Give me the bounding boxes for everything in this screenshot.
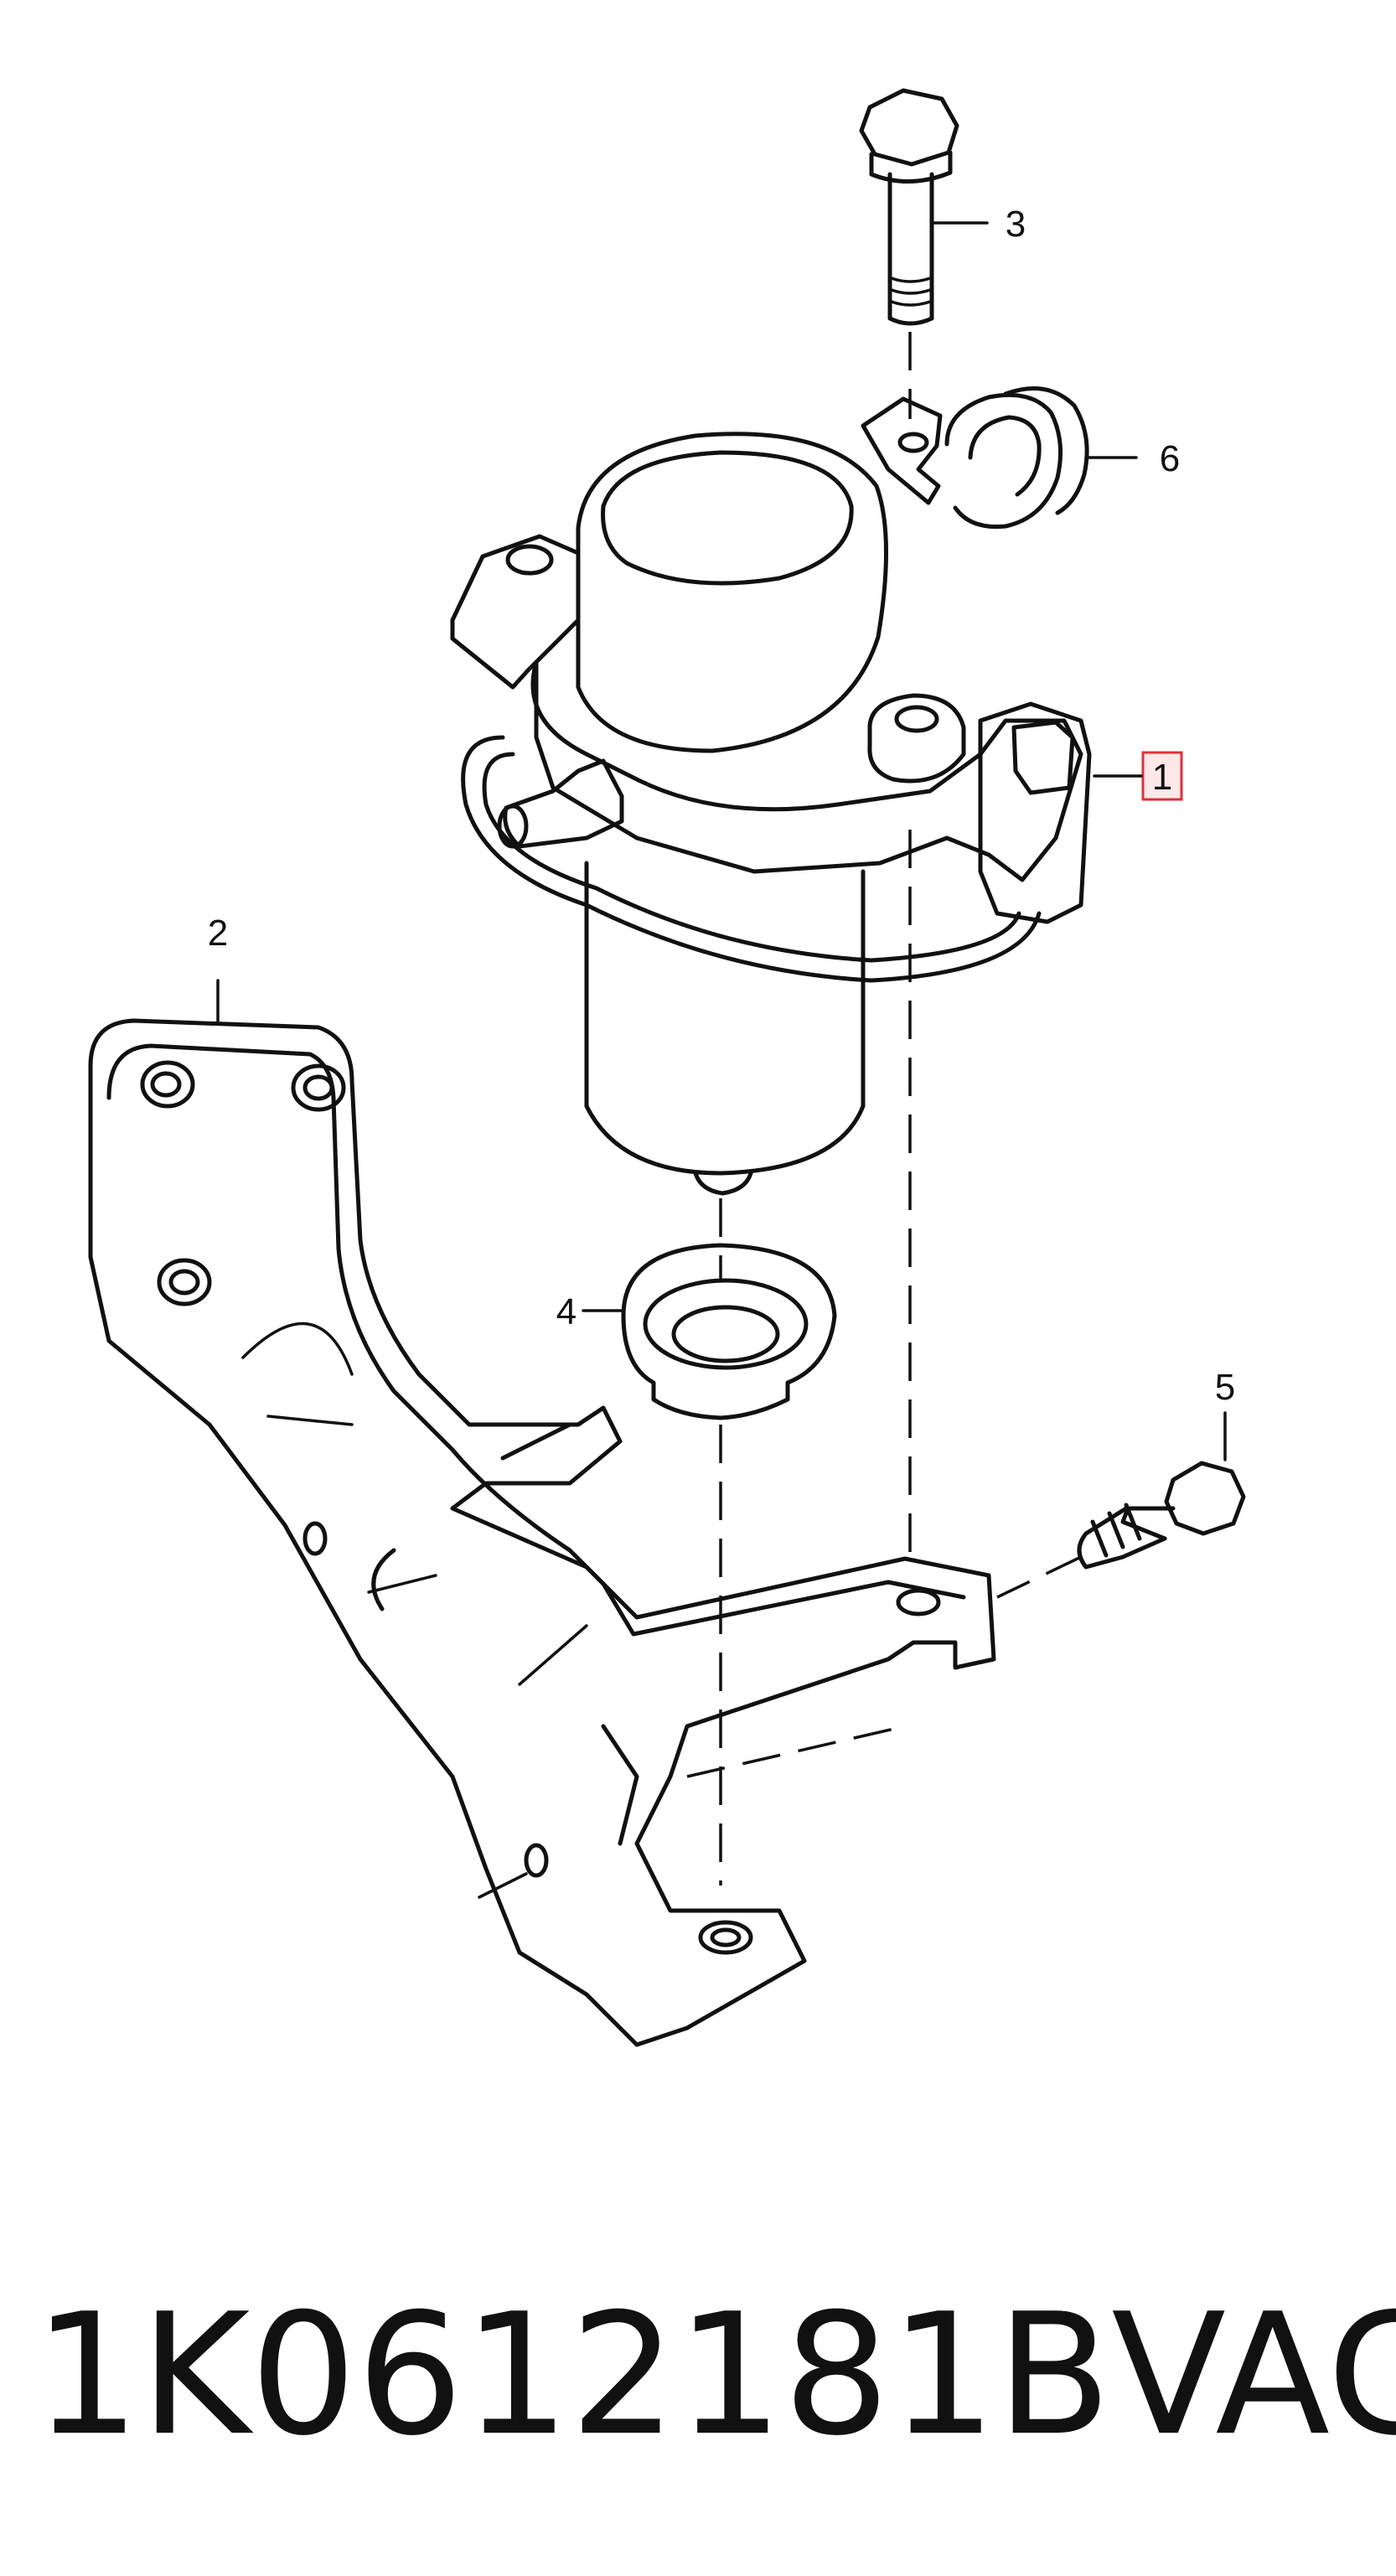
bolt-part-3 [859,88,989,419]
callout-4[interactable]: 4 [556,1291,576,1332]
exploded-parts-diagram: 1 2 3 4 5 6 [88,88,1246,2047]
callout-1[interactable]: 1 [1093,751,1183,801]
screw-part-5 [996,1411,1246,1599]
callout-5-label: 5 [1215,1367,1235,1408]
callout-5[interactable]: 5 [1215,1367,1235,1408]
part-number: 1K0612181B [34,2278,1112,2473]
callout-6-label: 6 [1160,438,1180,479]
callout-4-label: 4 [556,1291,576,1332]
callout-3[interactable]: 3 [1006,204,1026,245]
brand-name: VAG [1111,2278,1396,2473]
callout-3-label: 3 [1006,204,1026,245]
clip-part-6 [861,386,1138,530]
callout-1-label: 1 [1152,757,1172,798]
callout-1-highlight-box [1141,751,1183,801]
bracket-part-2 [88,979,996,2047]
part-caption: 1K0612181B VAG [34,2267,1396,2485]
callout-6[interactable]: 6 [1160,438,1180,479]
rubber-mount-part-4 [582,1243,837,1885]
callout-2-label: 2 [208,913,228,954]
vacuum-pump-part-1 [450,432,1092,1559]
callout-2[interactable]: 2 [208,913,228,954]
